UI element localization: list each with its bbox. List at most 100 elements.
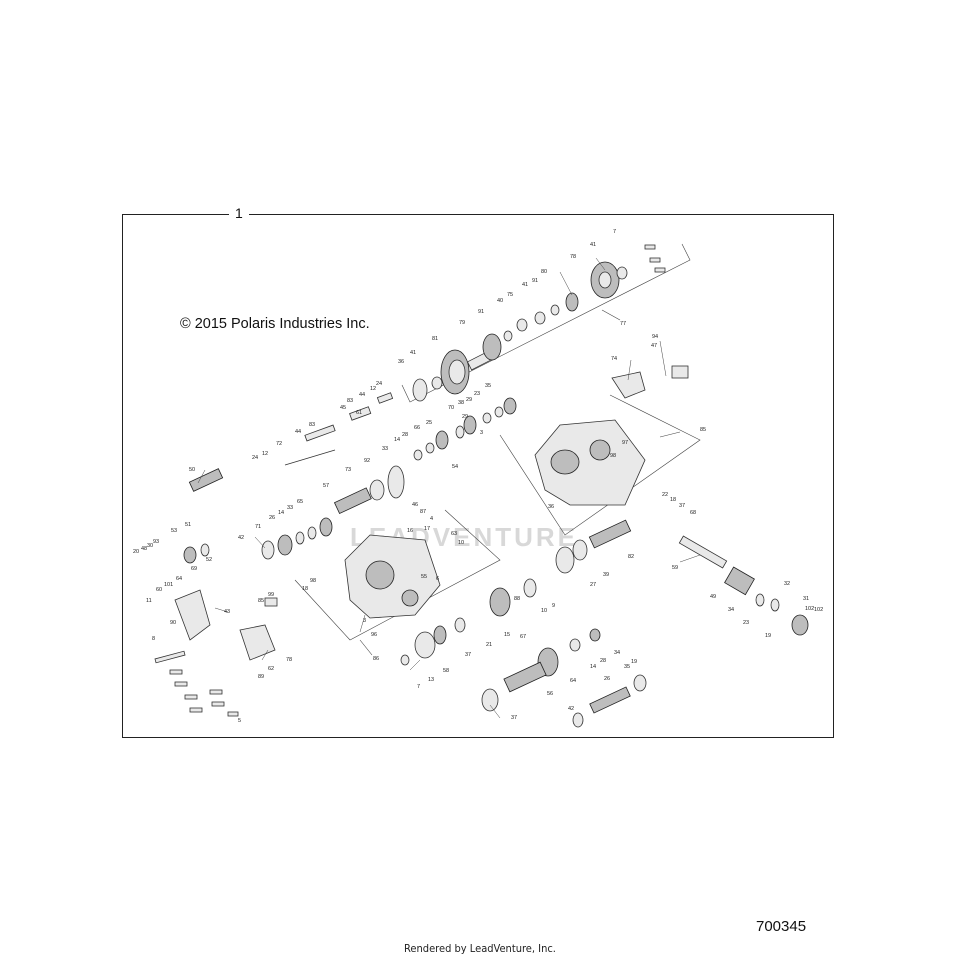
assembly-number: 1 xyxy=(229,204,249,222)
callout: 90 xyxy=(170,620,176,626)
callout: 61 xyxy=(356,410,362,416)
document-number: 700345 xyxy=(756,918,807,935)
callout: 10 xyxy=(458,540,464,546)
callout: 48 xyxy=(141,546,147,552)
callout: 13 xyxy=(428,677,434,683)
callout: 8 xyxy=(152,636,155,642)
callout: 4 xyxy=(430,516,433,522)
callout: 44 xyxy=(359,392,365,398)
callout: 41 xyxy=(590,242,596,248)
callout: 42 xyxy=(238,535,244,541)
callout: 32 xyxy=(784,581,790,587)
callout: 62 xyxy=(268,666,274,672)
callout: 20 xyxy=(133,549,139,555)
callout: 37 xyxy=(679,503,685,509)
callout: 3 xyxy=(480,430,483,436)
callout: 23 xyxy=(743,620,749,626)
callout: 64 xyxy=(570,678,576,684)
callout: 73 xyxy=(345,467,351,473)
callout: 45 xyxy=(340,405,346,411)
callout: 28 xyxy=(600,658,606,664)
callout: 26 xyxy=(269,515,275,521)
callout: 94 xyxy=(652,334,658,340)
lower-left-hardware xyxy=(174,543,278,661)
callout: 82 xyxy=(628,554,634,560)
callout: 69 xyxy=(191,566,197,572)
fastener-cluster xyxy=(154,244,666,717)
lower-gear-train xyxy=(400,578,647,728)
callout: 14 xyxy=(394,437,400,443)
assembly-frame xyxy=(122,214,834,738)
callout: 64 xyxy=(176,576,182,582)
callout: 30 xyxy=(147,543,153,549)
callout: 56 xyxy=(547,691,553,697)
callout: 65 xyxy=(297,499,303,505)
callout: 99 xyxy=(268,592,274,598)
callout: 57 xyxy=(323,483,329,489)
callout: 96 xyxy=(371,632,377,638)
callout: 39 xyxy=(603,572,609,578)
callout: 97 xyxy=(622,440,628,446)
callout: 83 xyxy=(347,398,353,404)
callout: 77 xyxy=(620,321,626,327)
callout: 3 xyxy=(363,618,366,624)
callout: 71 xyxy=(255,524,261,530)
callout: 35 xyxy=(485,383,491,389)
callout: 19 xyxy=(765,633,771,639)
callout: 75 xyxy=(507,292,513,298)
callout: 102 xyxy=(814,607,823,613)
callout: 7 xyxy=(417,684,420,690)
callout: 55 xyxy=(421,574,427,580)
middle-gear-train xyxy=(261,397,517,560)
callout: 38 xyxy=(458,400,464,406)
callout: 10 xyxy=(541,608,547,614)
callout: 53 xyxy=(171,528,177,534)
callout: 35 xyxy=(624,664,630,670)
callout: 34 xyxy=(614,650,620,656)
callout: 70 xyxy=(448,405,454,411)
callout: 41 xyxy=(522,282,528,288)
callout: 91 xyxy=(478,309,484,315)
callout: 47 xyxy=(651,343,657,349)
callout: 33 xyxy=(382,446,388,452)
callout: 11 xyxy=(146,598,152,604)
callout: 22 xyxy=(662,492,668,498)
callout: 80 xyxy=(541,269,547,275)
callout: 60 xyxy=(156,587,162,593)
callout: 29 xyxy=(462,414,468,420)
callout: 12 xyxy=(370,386,376,392)
callout: 89 xyxy=(258,674,264,680)
callout: 43 xyxy=(224,609,230,615)
callout: 18 xyxy=(302,586,308,592)
callout: 25 xyxy=(426,420,432,426)
callout: 29 xyxy=(466,397,472,403)
callout: 36 xyxy=(398,359,404,365)
callout: 37 xyxy=(511,715,517,721)
callout: 44 xyxy=(295,429,301,435)
callout: 79 xyxy=(459,320,465,326)
transmission-housings xyxy=(344,365,689,619)
callout: 93 xyxy=(153,539,159,545)
callout: 63 xyxy=(451,531,457,537)
callout: 83 xyxy=(309,422,315,428)
callout: 98 xyxy=(310,578,316,584)
callout: 46 xyxy=(412,502,418,508)
callout: 88 xyxy=(514,596,520,602)
callout: 59 xyxy=(672,565,678,571)
callout: 78 xyxy=(570,254,576,260)
callout: 9 xyxy=(552,603,555,609)
callout: 14 xyxy=(590,664,596,670)
callout: 40 xyxy=(497,298,503,304)
callout: 18 xyxy=(670,497,676,503)
callout: 86 xyxy=(373,656,379,662)
callout: 68 xyxy=(690,510,696,516)
callout: 87 xyxy=(420,509,426,515)
callout: 49 xyxy=(710,594,716,600)
callout: 52 xyxy=(206,557,212,563)
callout: 67 xyxy=(520,634,526,640)
callout: 7 xyxy=(613,229,616,235)
callout: 50 xyxy=(189,467,195,473)
callout: 34 xyxy=(728,607,734,613)
callout: 98 xyxy=(610,453,616,459)
